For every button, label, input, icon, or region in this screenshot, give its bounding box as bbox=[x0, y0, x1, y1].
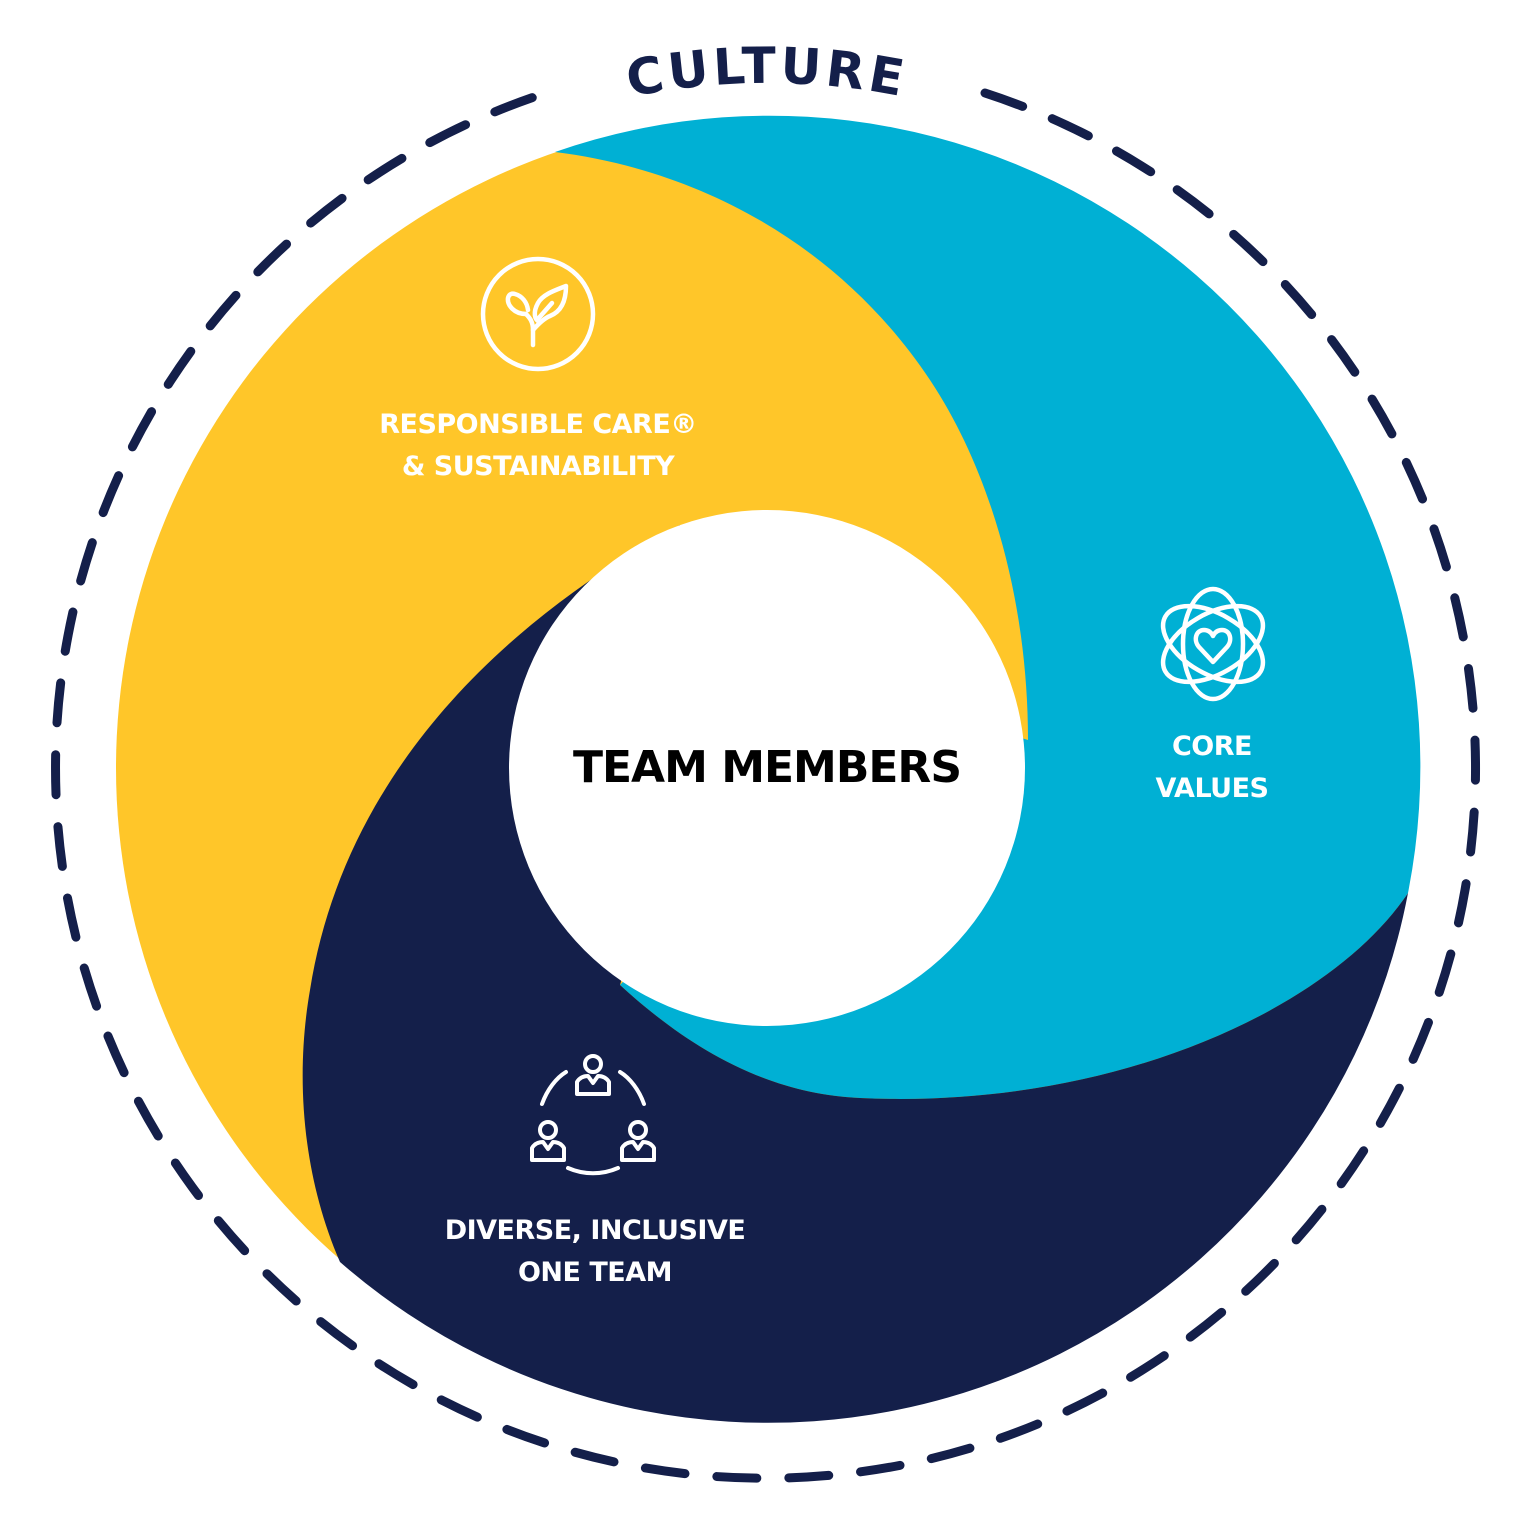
atom-heart-icon bbox=[1160, 586, 1266, 702]
label-diverse-inclusive: DIVERSE, INCLUSIVE ONE TEAM bbox=[395, 1210, 795, 1294]
center-circle bbox=[509, 510, 1025, 1026]
team-circle-icon bbox=[530, 1054, 656, 1176]
dashed-culture-ring bbox=[51, 88, 1481, 1483]
label-core-values: CORE VALUES bbox=[1112, 726, 1312, 810]
culture-title: CULTURE bbox=[622, 37, 912, 109]
label-diverse-inclusive-line1: DIVERSE, INCLUSIVE bbox=[444, 1215, 746, 1246]
leaf-sprout-icon bbox=[480, 256, 596, 372]
label-core-values-line2: VALUES bbox=[1155, 773, 1269, 804]
label-responsible-care-line1: RESPONSIBLE CARE® bbox=[379, 409, 697, 440]
center-title-team-members: TEAM MEMBERS bbox=[572, 742, 962, 793]
label-diverse-inclusive-line2: ONE TEAM bbox=[517, 1257, 673, 1288]
label-responsible-care-line2: & SUSTAINABILITY bbox=[401, 451, 675, 482]
label-responsible-care: RESPONSIBLE CARE® & SUSTAINABILITY bbox=[338, 404, 738, 488]
label-core-values-line1: CORE bbox=[1171, 731, 1253, 762]
